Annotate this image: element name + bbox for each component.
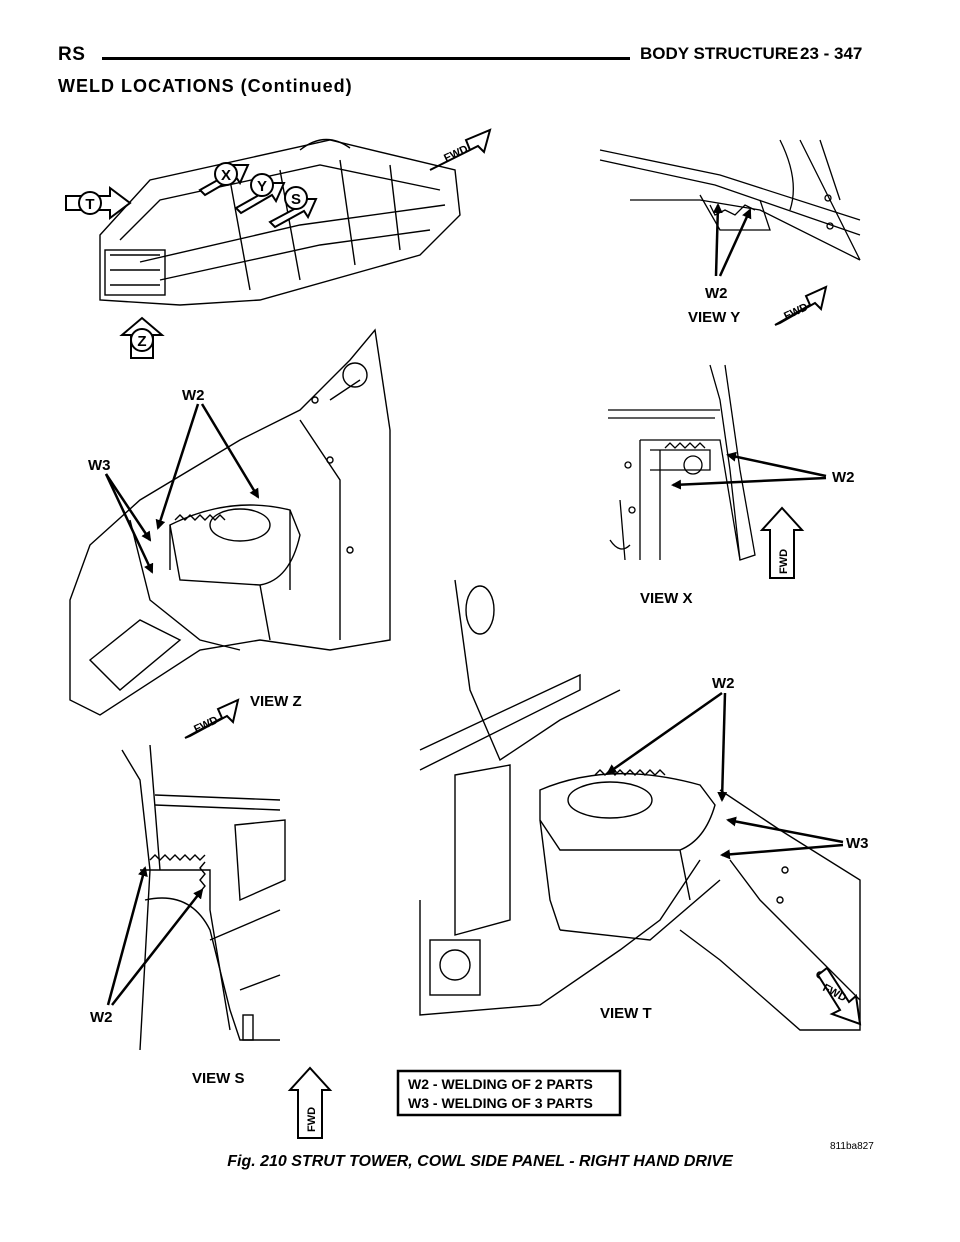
header-title: BODY STRUCTURE [640,44,799,63]
view-y-w2-label: W2 [705,285,728,302]
view-marker-s: S [268,186,318,229]
view-x-title: VIEW X [640,590,693,607]
fwd-arrow-overview: FWD [429,128,492,171]
view-marker-x: X [198,162,250,197]
view-marker-z-label: Z [137,333,146,350]
fwd-label-view-x: FWD [778,549,790,574]
fwd-arrow-view-x: FWD [759,506,805,579]
view-t-w2-arrows [606,691,728,802]
fwd-arrow-view-y: FWD [774,285,828,326]
view-s-drawing [121,744,286,1051]
fwd-label-view-z: FWD [192,714,220,735]
header-page-number: 23 - 347 [800,44,863,63]
view-marker-y-label: Y [257,178,267,195]
view-s-w2-arrows [106,866,204,1006]
view-z-w2-label: W2 [182,387,205,404]
view-s-w2-label: W2 [90,1009,113,1026]
view-marker-t: T [65,186,132,220]
view-marker-x-label: X [221,167,231,184]
view-t-w3-label: W3 [846,835,869,852]
view-t-drawing [419,579,861,1031]
view-marker-z: Z [119,316,165,359]
view-t-w2-label: W2 [712,675,735,692]
fwd-label-view-s: FWD [306,1107,318,1132]
view-y-weld-arrows [712,203,752,277]
weld-legend: W2 - WELDING OF 2 PARTS W3 - WELDING OF … [396,1069,622,1117]
header-rule [102,57,630,60]
view-z-drawing [69,328,391,716]
fwd-arrow-view-t: FWD [816,966,862,1026]
fwd-label-overview: FWD [442,143,470,164]
view-x-drawing [608,364,756,561]
view-x-w2-label: W2 [832,469,855,486]
view-marker-s-label: S [291,191,301,208]
view-z-w2-arrows [155,403,260,530]
fwd-arrow-view-z: FWD [184,698,240,739]
view-z-title: VIEW Z [250,693,302,710]
view-marker-t-label: T [85,196,94,213]
figure-code: 811ba827 [830,1141,874,1152]
view-y-drawing [599,139,861,261]
view-s-title: VIEW S [192,1070,245,1087]
view-x-w2-arrows [671,451,827,490]
view-t-title: VIEW T [600,1005,652,1022]
view-marker-y: Y [234,173,286,215]
legend-line-w2: W2 - WELDING OF 2 PARTS [408,1076,593,1092]
figure-caption: Fig. 210 STRUT TOWER, COWL SIDE PANEL - … [227,1153,733,1170]
view-t-w3-arrows [720,816,844,860]
view-z-w3-arrows [104,473,154,574]
section-title: WELD LOCATIONS (Continued) [58,76,353,96]
legend-line-w3: W3 - WELDING OF 3 PARTS [408,1095,593,1111]
view-y-title: VIEW Y [688,309,740,326]
header-section-code: RS [58,44,86,65]
fwd-label-view-y: FWD [782,301,810,322]
view-z-w3-label: W3 [88,457,111,474]
fwd-arrow-view-s: FWD [287,1066,333,1139]
